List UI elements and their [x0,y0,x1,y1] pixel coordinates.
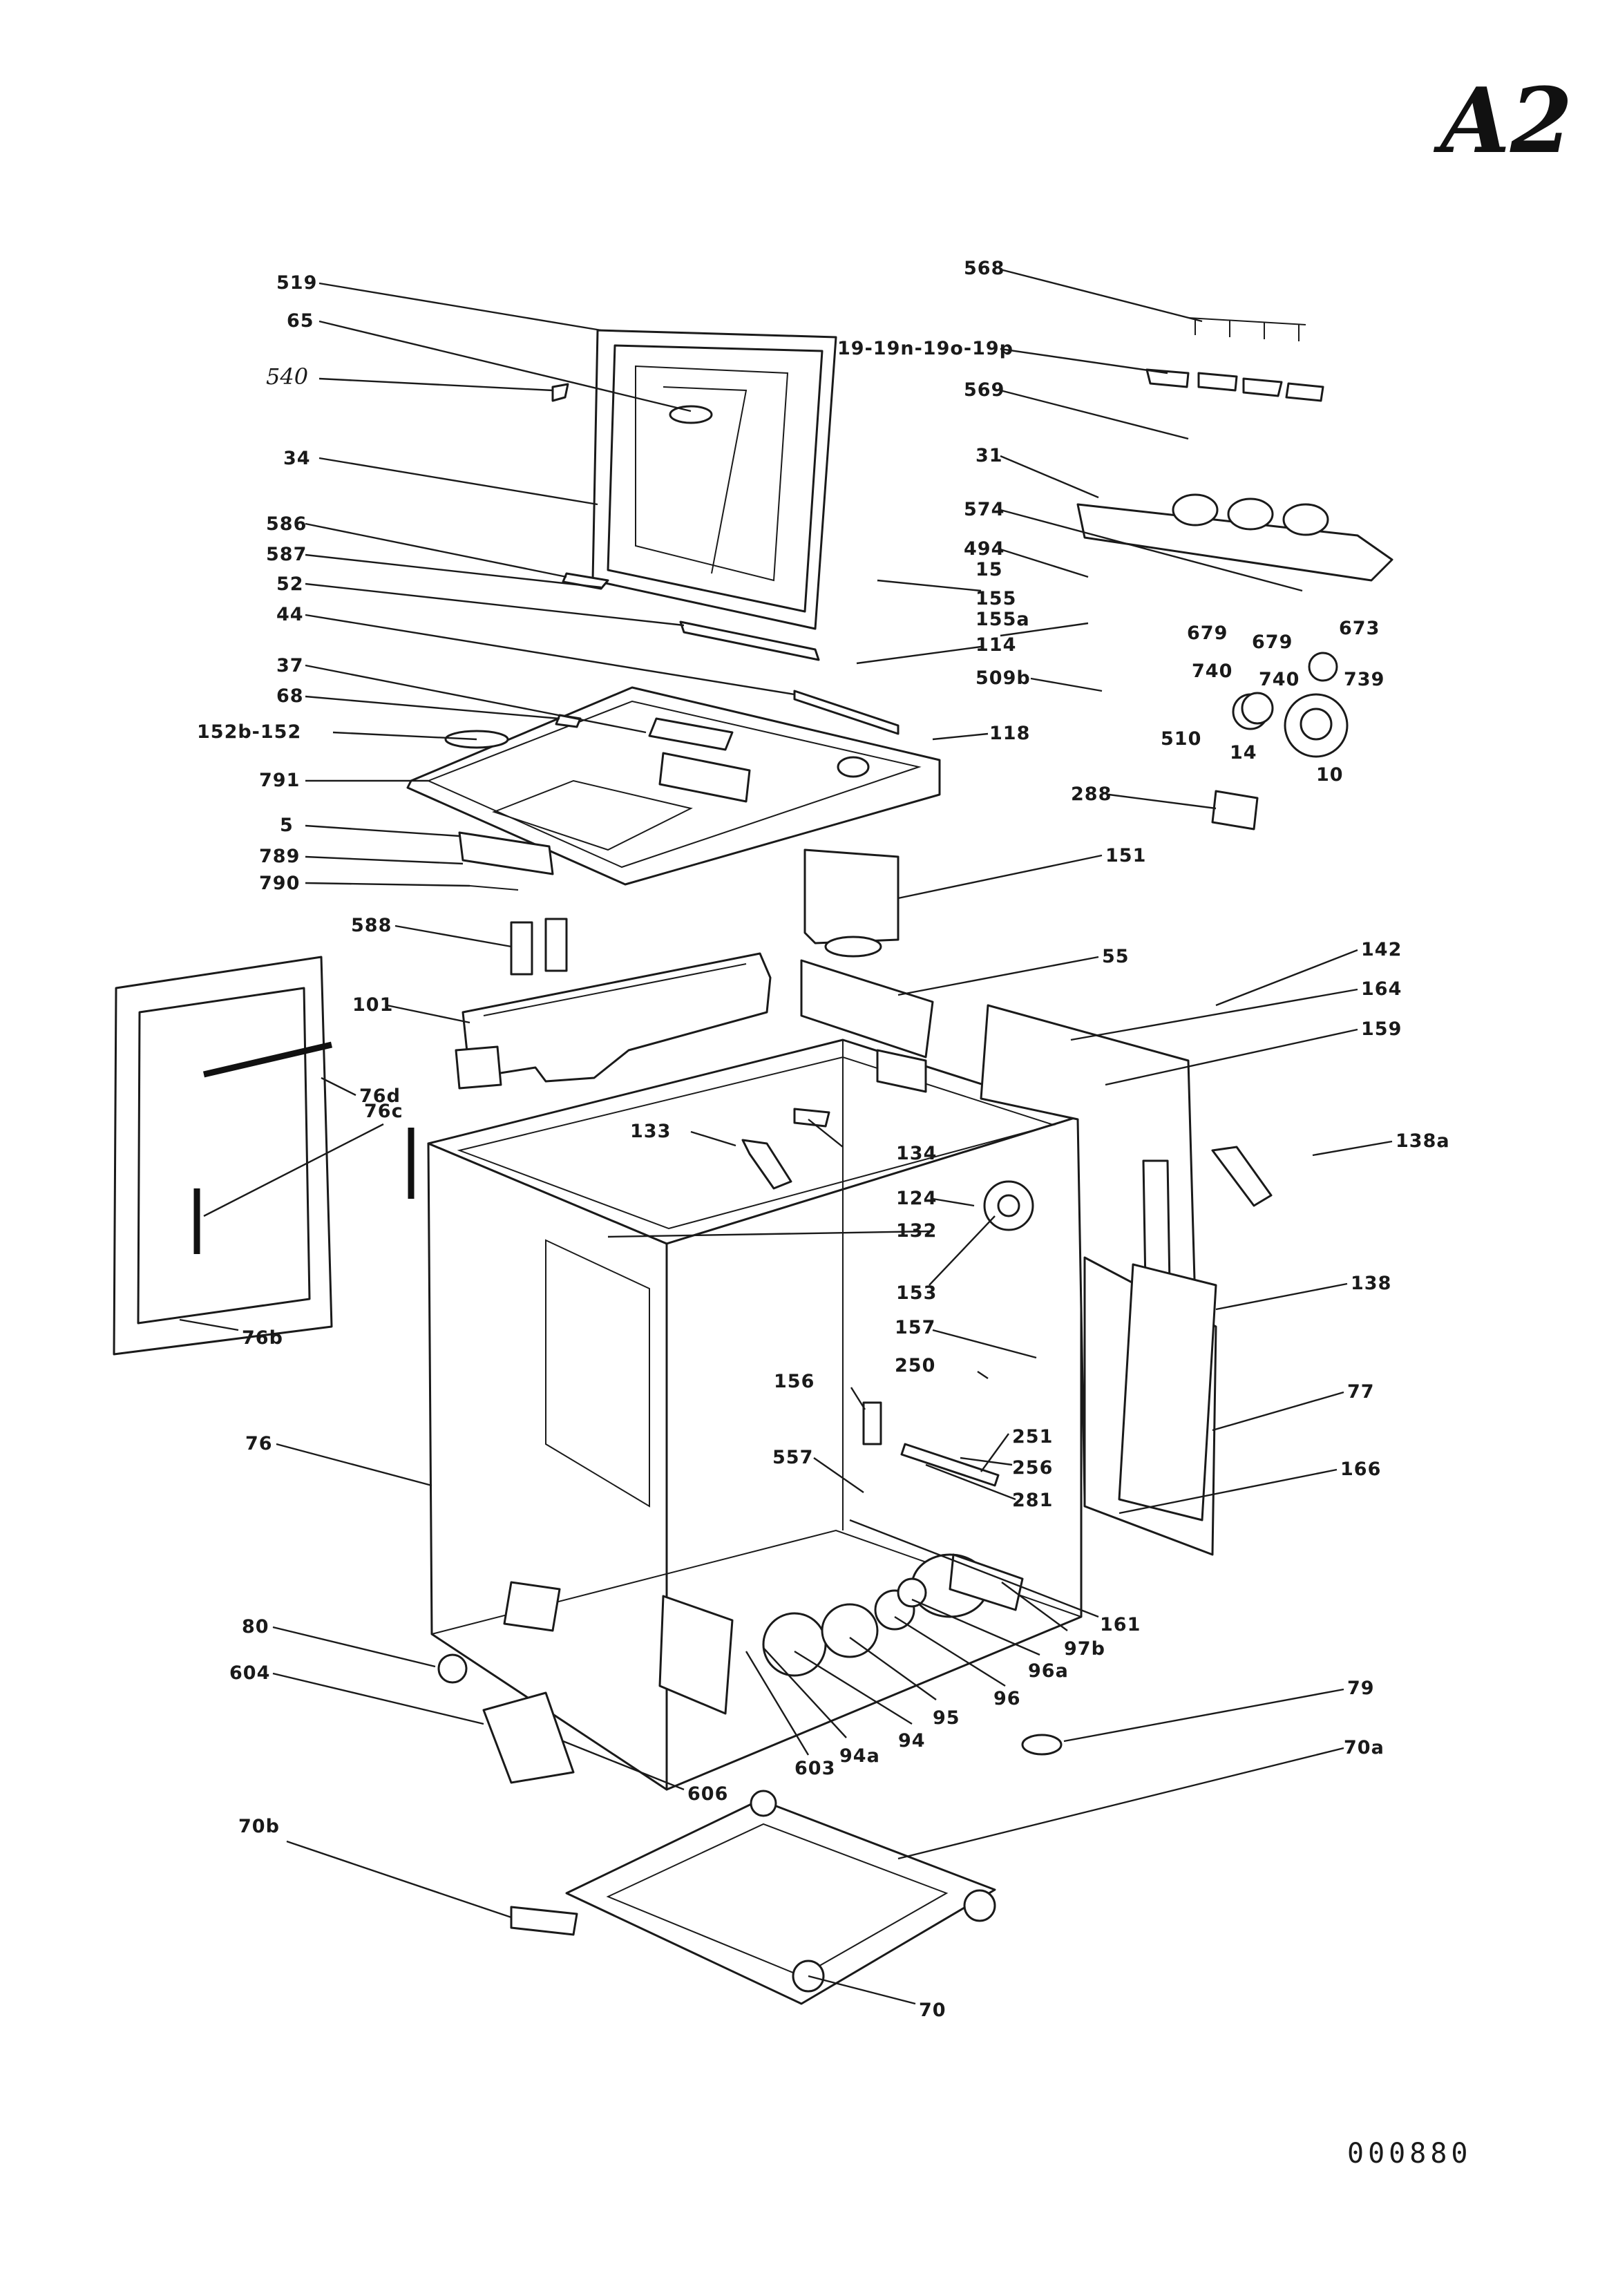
callout-790: 790 [259,873,300,894]
callout-labels: 519 65 540 34 586 587 52 44 37 68 152b-1… [197,258,1450,2021]
callout-574: 574 [964,499,1005,520]
callout-77: 77 [1347,1381,1375,1403]
callout-673: 673 [1339,618,1380,639]
callout-132: 132 [896,1220,937,1242]
detergent-drawer-housing [455,918,934,1090]
callout-70b: 70b [238,1816,280,1837]
callout-606: 606 [687,1783,728,1805]
callout-79: 79 [1347,1678,1375,1699]
callout-65: 65 [287,310,314,332]
foot-80 [437,1653,468,1684]
callout-789: 789 [259,846,300,867]
callout-133: 133 [630,1121,671,1142]
callout-250: 250 [895,1355,935,1376]
callout-509b: 509b [975,667,1031,689]
callout-76b: 76b [242,1327,283,1349]
callout-587: 587 [266,544,307,565]
callout-94a: 94a [839,1745,880,1767]
callout-166: 166 [1340,1459,1381,1480]
callout-96: 96 [993,1688,1021,1709]
callout-52: 52 [276,573,304,595]
callout-569: 569 [964,379,1005,401]
callout-588: 588 [351,915,392,936]
callout-679-left: 679 [1187,623,1228,644]
callout-31: 31 [975,445,1003,466]
callout-164: 164 [1361,978,1402,1000]
callout-101: 101 [352,994,393,1016]
callout-155: 155 [975,588,1016,609]
callout-155a: 155a [975,609,1030,630]
callout-97b: 97b [1064,1638,1105,1660]
drain-pump-assembly [503,1553,1024,1715]
callout-159: 159 [1361,1018,1402,1040]
callout-288: 288 [1071,784,1112,805]
callout-604: 604 [229,1662,270,1684]
callout-603: 603 [794,1758,835,1779]
callout-96a: 96a [1028,1660,1069,1682]
callout-34: 34 [283,448,311,469]
callout-10: 10 [1316,764,1344,786]
callout-740-left: 740 [1192,661,1232,682]
callout-679-right: 679 [1252,632,1293,653]
callout-80: 80 [242,1616,269,1638]
callout-5: 5 [280,815,294,836]
callout-76: 76 [245,1433,273,1454]
callout-156: 156 [774,1371,815,1392]
callout-739: 739 [1344,669,1384,690]
lid-assembly [562,329,837,661]
callout-142: 142 [1361,939,1402,960]
callout-15: 15 [975,559,1003,580]
callout-251: 251 [1012,1426,1053,1448]
callout-19-19n-19o-19p: 19-19n-19o-19p [837,338,1013,359]
callout-68: 68 [276,685,304,707]
control-panel [1076,317,1393,831]
internal-components [741,1108,1273,1521]
callout-256: 256 [1012,1457,1053,1479]
callout-114: 114 [975,634,1016,656]
program-timer [803,848,900,958]
callout-157: 157 [895,1317,935,1338]
drawing-number: 000880 [1347,2138,1472,2170]
side-panel [113,956,415,1356]
base-frame [510,1790,996,2005]
corner-mark: A2 [1433,68,1572,173]
callout-151: 151 [1105,845,1146,866]
callout-568: 568 [964,258,1005,279]
callout-70a: 70a [1344,1737,1384,1758]
callout-791: 791 [259,770,300,791]
ring-79 [1021,1734,1063,1756]
callout-153: 153 [896,1282,937,1304]
callout-740-right: 740 [1259,669,1300,690]
callout-510: 510 [1161,728,1201,750]
callout-161: 161 [1100,1614,1141,1635]
callout-44: 44 [276,604,304,625]
callout-76c: 76c [364,1101,403,1122]
callout-152b-152: 152b-152 [197,721,301,743]
callout-94: 94 [898,1730,926,1752]
leader-lines [179,268,1393,2005]
callout-118: 118 [989,723,1030,744]
callout-494: 494 [964,538,1005,560]
callout-134: 134 [896,1143,937,1164]
callout-557: 557 [772,1447,813,1468]
callout-95: 95 [933,1707,960,1729]
callout-124: 124 [896,1188,937,1209]
callout-70: 70 [919,2000,946,2021]
callout-540: 540 [266,363,308,390]
callout-586: 586 [266,513,307,535]
callout-76d: 76d [359,1085,401,1107]
part-540-clip [551,383,569,402]
callout-281: 281 [1012,1490,1053,1511]
top-deck [406,686,941,891]
callout-55: 55 [1102,946,1130,967]
callout-138a: 138a [1396,1130,1450,1152]
service-hatch-604 [482,1691,575,1784]
callout-138: 138 [1351,1273,1391,1294]
callout-519: 519 [276,272,317,294]
callout-37: 37 [276,655,304,676]
callout-14: 14 [1230,742,1257,763]
